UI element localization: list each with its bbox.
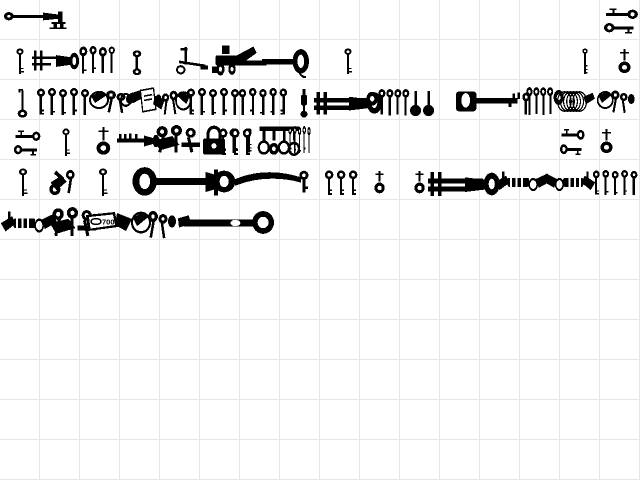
two-bulb-keys-silhouette[interactable] — [410, 90, 436, 118]
hand-tool-lever-silhouette[interactable] — [176, 46, 212, 76]
keyring-with-rings-silhouette[interactable] — [130, 208, 180, 242]
screwdriver-tool-silhouette[interactable] — [298, 88, 310, 118]
double-bow-key-pair-silhouette[interactable] — [604, 6, 640, 36]
key-fan-group-silhouette[interactable] — [366, 88, 412, 118]
coiled-keyring-silhouette[interactable] — [556, 88, 598, 116]
key-row-group-b-silhouette[interactable] — [186, 88, 242, 118]
combination-wrench-silhouette[interactable] — [176, 208, 276, 238]
short-key-with-ring-silhouette[interactable] — [130, 50, 144, 76]
twin-keys-hanging-silhouette[interactable] — [560, 126, 586, 158]
stubby-key-silhouette[interactable] — [374, 170, 386, 196]
long-stem-key-silhouette[interactable] — [16, 88, 30, 120]
round-bow-key-vertical-silhouette[interactable] — [618, 48, 632, 76]
barrel-key-with-wards-silhouette[interactable] — [32, 48, 80, 74]
three-identical-keys-silhouette[interactable] — [324, 170, 360, 198]
car-jack-tool-silhouette[interactable] — [208, 44, 270, 78]
key-row-right-edge-silhouette[interactable] — [592, 170, 640, 198]
ornate-key-silhouette[interactable] — [96, 168, 110, 198]
tool-with-chain-silhouette[interactable] — [0, 208, 60, 242]
crossed-keys-bundle-silhouette[interactable] — [152, 124, 208, 158]
wrench-and-keys-silhouette[interactable] — [48, 206, 104, 242]
key-with-paper-tag-silhouette[interactable] — [120, 86, 168, 116]
round-bow-key-bold-silhouette[interactable] — [96, 126, 112, 158]
key-hook-rack-silhouette[interactable] — [256, 124, 304, 158]
keys-with-fob-silhouette[interactable] — [48, 168, 78, 198]
pliers-with-keys-silhouette[interactable] — [540, 168, 596, 200]
decorated-barrel-key-silhouette[interactable] — [428, 168, 504, 200]
key-trio-dark-silhouette[interactable] — [218, 128, 254, 158]
skeleton-key-tall-silhouette[interactable] — [16, 168, 30, 198]
key-row-group-a-silhouette[interactable] — [36, 88, 92, 118]
long-shaft-padlock-silhouette[interactable] — [262, 48, 312, 78]
long-barrel-key-with-bit-silhouette[interactable] — [4, 6, 72, 32]
key-pair-small-silhouette[interactable] — [14, 128, 42, 158]
svg-text:700: 700 — [102, 218, 115, 227]
skeleton-key-plain-silhouette[interactable] — [60, 128, 72, 158]
hanging-keys-row-silhouette[interactable] — [288, 126, 312, 156]
skeleton-key-small-silhouette[interactable] — [14, 48, 26, 76]
small-round-key-silhouette[interactable] — [414, 170, 426, 196]
long-curved-key-silhouette[interactable] — [212, 166, 312, 196]
flat-key-vertical-silhouette[interactable] — [580, 48, 590, 76]
single-bow-key-silhouette[interactable] — [600, 128, 614, 156]
huge-ring-key-horizontal[interactable] — [132, 166, 222, 198]
round-bow-key-bunch-silhouette[interactable] — [78, 46, 118, 76]
key-row-group-c-silhouette[interactable] — [236, 88, 288, 118]
big-head-key-horizontal-silhouette[interactable] — [454, 86, 534, 118]
key-fob-label-700[interactable]: 700 — [84, 210, 134, 236]
multitool-silhouette[interactable] — [494, 168, 554, 200]
single-key-vertical-silhouette[interactable] — [342, 48, 354, 76]
keys-on-carabiner-silhouette[interactable] — [596, 88, 638, 116]
